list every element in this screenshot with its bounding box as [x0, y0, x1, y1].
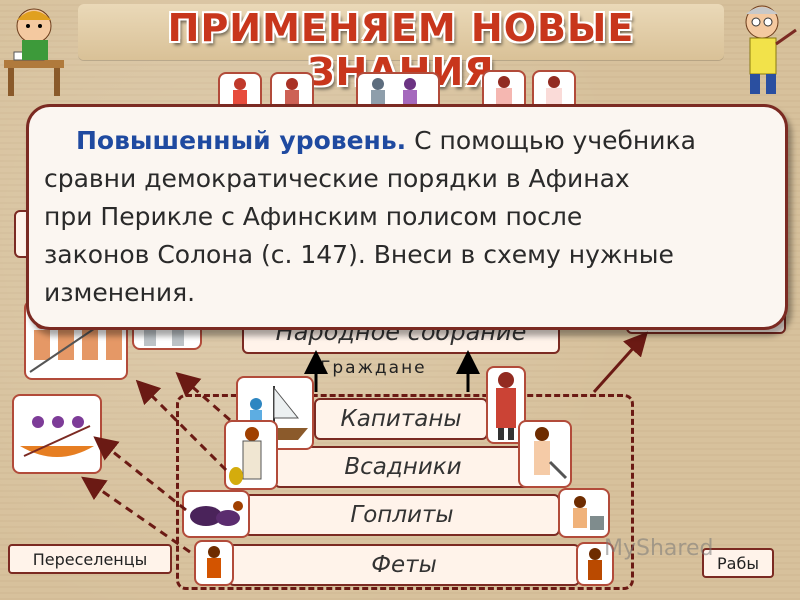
schoolboy-avatar-icon: [0, 0, 78, 98]
task-line: изменения.: [44, 278, 196, 307]
watermark-text: MyShared: [604, 536, 714, 561]
teacher-avatar-icon: [726, 0, 800, 100]
worker-figure-icon: [194, 540, 234, 586]
tier-captains: Капитаны: [314, 398, 488, 440]
tier-fetes: Феты: [228, 544, 580, 586]
slaves-label: Рабы: [702, 548, 774, 578]
task-heading: Повышенный уровень.: [76, 126, 407, 155]
title-band: [78, 4, 724, 60]
task-line: при Перикле с Афинским полисом после: [44, 202, 583, 231]
settlers-label: Переселенцы: [8, 544, 172, 574]
task-callout: [26, 104, 788, 330]
worker-figure-icon: [576, 542, 614, 586]
task-line: законов Солона (с. 147). Внеси в схему н…: [44, 240, 674, 269]
tier-horsemen: Всадники: [274, 446, 532, 488]
oxen-farmer-figure-icon: [182, 490, 250, 538]
task-line-text: С помощью учебника: [406, 126, 696, 155]
citizens-label: Граждане: [320, 358, 427, 378]
tier-hoplites: Гоплиты: [244, 494, 560, 536]
task-line: Повышенный уровень. С помощью учебника: [44, 122, 774, 160]
task-line: сравни демократические порядки в Афинах: [44, 164, 630, 193]
craftsman-figure-icon: [558, 488, 610, 538]
rowers-picture-icon: [12, 394, 102, 474]
task-text: Повышенный уровень. С помощью учебника с…: [44, 122, 774, 312]
horseman-figure-icon: [518, 420, 572, 488]
rich-citizen-figure-icon: [224, 420, 278, 490]
